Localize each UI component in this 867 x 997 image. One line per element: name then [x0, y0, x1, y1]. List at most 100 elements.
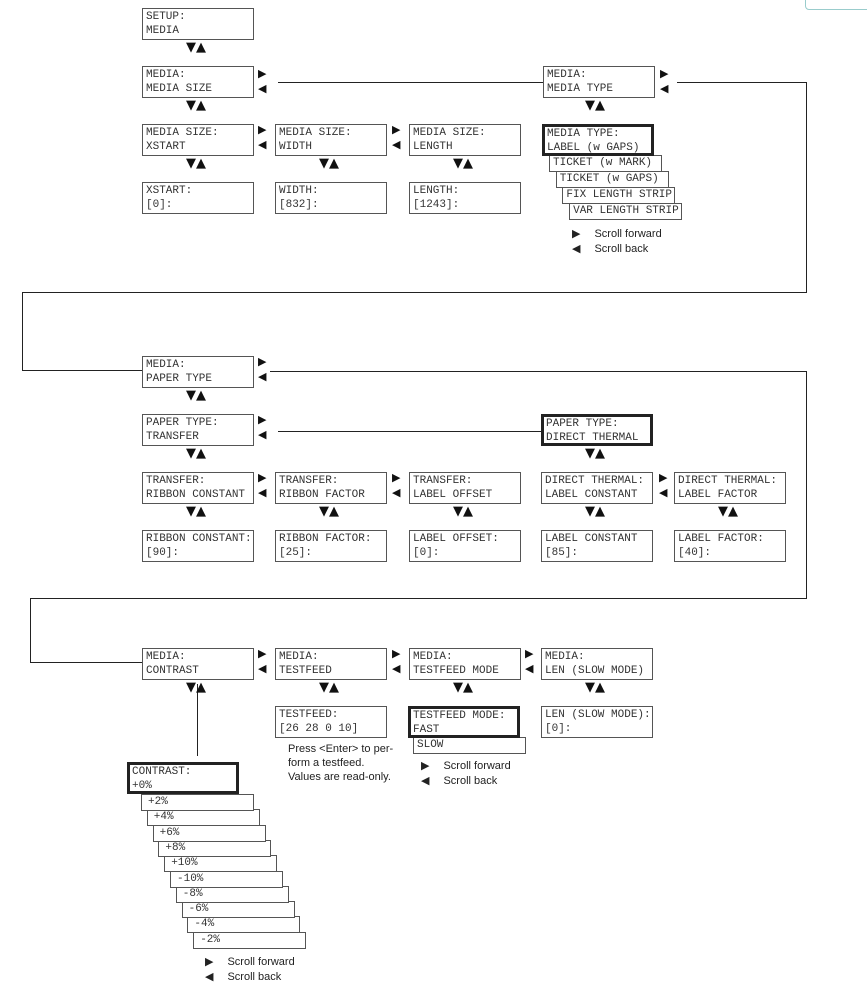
- triangle-left-icon: ◀: [258, 82, 267, 95]
- menu-box-setup-media: SETUP:MEDIA: [142, 8, 254, 40]
- connector-line: [278, 431, 541, 432]
- box-line: MEDIA: [146, 25, 180, 37]
- menu-box-dt-lc: DIRECT THERMAL:LABEL CONSTANT: [541, 472, 653, 504]
- menu-box-lo-val: LABEL OFFSET:[0]:: [409, 530, 521, 562]
- box-line: LEN (SLOW MODE): [545, 665, 645, 677]
- box-line: MEDIA:: [413, 651, 453, 663]
- down-up-triangles-icon: ▼▲: [186, 156, 206, 171]
- menu-box-rc-val: RIBBON CONSTANT:[90]:: [142, 530, 254, 562]
- box-line: MEDIA SIZE:: [146, 127, 219, 139]
- down-up-triangles-icon: ▼▲: [453, 504, 473, 519]
- legend-row: ◀Scroll back: [421, 774, 511, 789]
- triangle-right-icon: ▶: [392, 471, 401, 484]
- menu-box-xstart-val: XSTART:[0]:: [142, 182, 254, 214]
- triangle-left-icon: ◀: [258, 428, 267, 441]
- triangle-left-icon: ◀: [392, 662, 401, 675]
- legend-label: Scroll back: [594, 243, 649, 255]
- menu-box-paper-type: MEDIA:PAPER TYPE: [142, 356, 254, 388]
- down-up-triangles-icon: ▼▲: [186, 446, 206, 461]
- menu-box-tr-lo: TRANSFER:LABEL OFFSET: [409, 472, 521, 504]
- triangle-right-icon: ▶: [421, 760, 430, 772]
- box-line: MEDIA:: [545, 651, 585, 663]
- menu-box-ms-length: MEDIA SIZE:LENGTH: [409, 124, 521, 156]
- box-line: FAST: [413, 724, 440, 736]
- box-line: [1243]:: [413, 199, 460, 211]
- box-line: LENGTH: [413, 141, 453, 153]
- box-line: [85]:: [545, 547, 579, 559]
- menu-box-pt-transfer: PAPER TYPE:TRANSFER: [142, 414, 254, 446]
- contrast-option: -8%: [175, 885, 289, 903]
- box-line: MEDIA:: [279, 651, 319, 663]
- menu-box-lc-val: LABEL CONSTANT [85]:: [541, 530, 653, 562]
- triangle-right-icon: ▶: [258, 123, 267, 136]
- menu-box-len-slow: MEDIA: LEN (SLOW MODE): [541, 648, 653, 680]
- box-line: MEDIA:: [146, 359, 186, 371]
- triangle-right-icon: ▶: [392, 123, 401, 136]
- menu-box-mt-sel: MEDIA TYPE:LABEL (w GAPS): [542, 124, 654, 156]
- box-line: [26 28 0 10]: [279, 723, 359, 735]
- box-line: MEDIA:: [146, 69, 186, 81]
- box-line: LABEL CONSTANT: [545, 533, 638, 545]
- legend-label: Scroll forward: [594, 228, 662, 240]
- box-line: WIDTH: [279, 141, 313, 153]
- box-line: [40]:: [678, 547, 712, 559]
- menu-box-width-val: WIDTH:[832]:: [275, 182, 387, 214]
- box-line: LABEL CONSTANT: [545, 489, 638, 501]
- down-up-triangles-icon: ▼▲: [585, 504, 605, 519]
- box-line: DIRECT THERMAL:: [678, 475, 778, 487]
- connector-line: [22, 370, 142, 371]
- scroll-legend: ▶Scroll forward◀Scroll back: [421, 759, 511, 789]
- box-line: LEN (SLOW MODE):: [545, 709, 651, 721]
- down-up-triangles-icon: ▼▲: [718, 504, 738, 519]
- triangle-left-icon: ◀: [392, 138, 401, 151]
- triangle-left-icon: ◀: [572, 243, 581, 255]
- box-line: DIRECT THERMAL: [546, 432, 639, 444]
- box-line: LABEL FACTOR: [678, 489, 758, 501]
- down-up-triangles-icon: ▼▲: [186, 98, 206, 113]
- down-up-triangles-icon: ▼▲: [319, 156, 339, 171]
- connector-line: [197, 684, 198, 756]
- down-up-triangles-icon: ▼▲: [186, 388, 206, 403]
- down-up-triangles-icon: ▼▲: [319, 504, 339, 519]
- box-line: LENGTH:: [413, 185, 460, 197]
- option-item: TICKET (w GAPS): [555, 171, 669, 188]
- box-line: LABEL OFFSET:: [413, 533, 499, 545]
- menu-box-media-type: MEDIA: MEDIA TYPE: [543, 66, 655, 98]
- legend-row: ▶Scroll forward: [572, 227, 662, 242]
- box-line: TRANSFER:: [279, 475, 339, 487]
- menu-box-lf-val: LABEL FACTOR:[40]:: [674, 530, 786, 562]
- box-line: CONTRAST:: [132, 766, 192, 778]
- menu-box-testfeed-val: TESTFEED:[26 28 0 10]: [275, 706, 387, 738]
- connector-line: [22, 292, 23, 371]
- connector-line: [30, 662, 142, 663]
- box-line: RIBBON FACTOR: [279, 489, 365, 501]
- connector-line: [806, 371, 807, 599]
- triangle-left-icon: ◀: [660, 82, 669, 95]
- down-up-triangles-icon: ▼▲: [186, 504, 206, 519]
- menu-box-tr-rc: TRANSFER:RIBBON CONSTANT: [142, 472, 254, 504]
- box-line: RIBBON CONSTANT:: [146, 533, 252, 545]
- triangle-right-icon: ▶: [258, 647, 267, 660]
- testfeed-note: Press <Enter> to per-form a testfeed.Val…: [288, 742, 393, 784]
- down-up-triangles-icon: ▼▲: [186, 40, 206, 55]
- legend-row: ▶Scroll forward: [421, 759, 511, 774]
- box-line: [25]:: [279, 547, 313, 559]
- menu-box-contrast: MEDIA:CONTRAST: [142, 648, 254, 680]
- contrast-option: +2%: [141, 794, 254, 811]
- legend-label: Scroll forward: [227, 956, 295, 968]
- scroll-legend: ▶Scroll forward◀Scroll back: [205, 955, 295, 985]
- box-line: PAPER TYPE:: [546, 418, 619, 430]
- menu-box-ms-width: MEDIA SIZE:WIDTH: [275, 124, 387, 156]
- box-line: MEDIA TYPE: [547, 83, 614, 95]
- note-line: Press <Enter> to per-: [288, 743, 394, 755]
- triangle-right-icon: ▶: [392, 647, 401, 660]
- box-line: +0%: [132, 780, 152, 792]
- legend-row: ▶Scroll forward: [205, 955, 295, 970]
- box-line: LABEL (w GAPS): [547, 142, 640, 154]
- menu-box-tr-rf: TRANSFER: RIBBON FACTOR: [275, 472, 387, 504]
- box-line: CONTRAST: [146, 665, 199, 677]
- menu-box-testfeed-mode: MEDIA:TESTFEED MODE: [409, 648, 521, 680]
- triangle-left-icon: ◀: [258, 370, 267, 383]
- box-line: MEDIA:: [547, 69, 587, 81]
